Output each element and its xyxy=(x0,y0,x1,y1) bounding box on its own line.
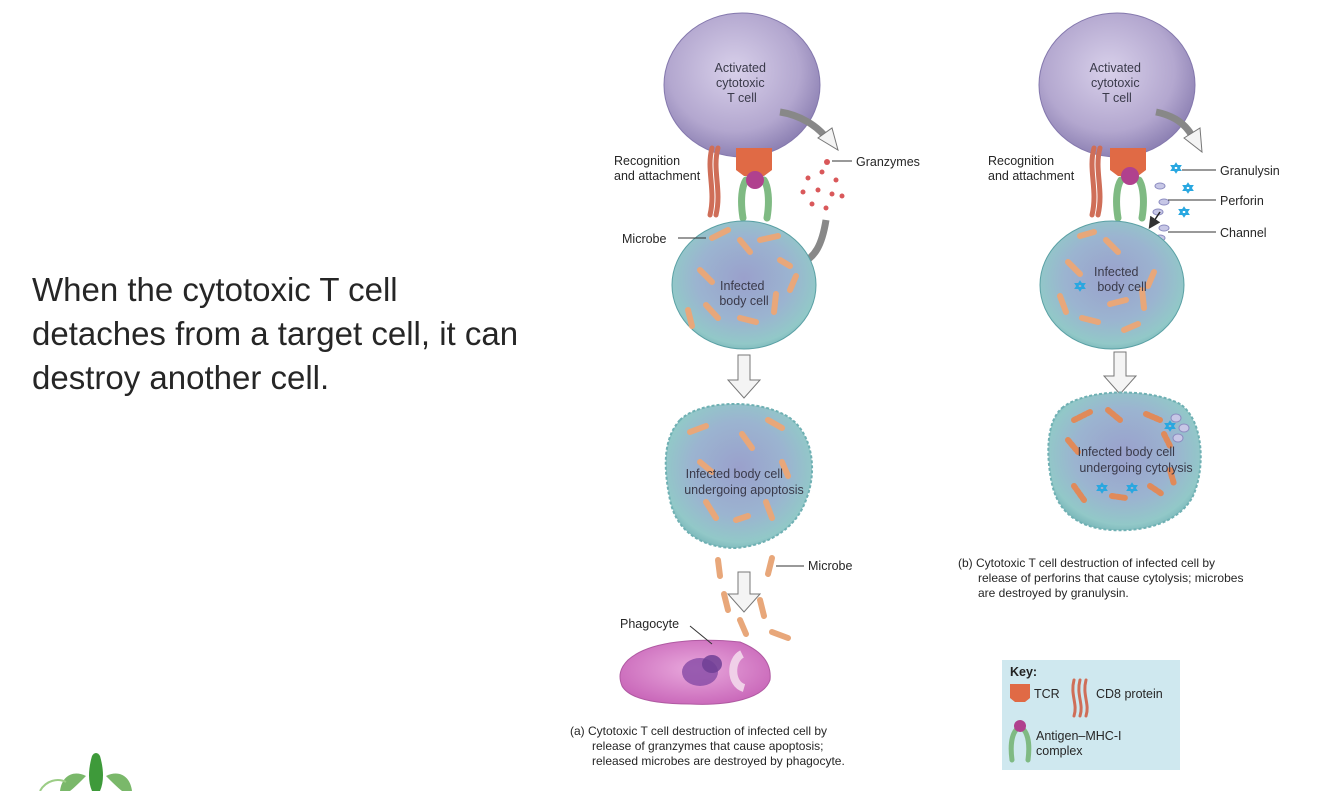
recognition-label-a: Recognition and attachment xyxy=(614,154,701,183)
key-cd8-icon xyxy=(1071,678,1089,718)
down-arrow-b xyxy=(1102,351,1138,395)
cd8-protein-b xyxy=(1089,145,1103,218)
t-cell-label-b: Activated cytotoxic T cell xyxy=(1090,61,1145,105)
microbes-cytolysis xyxy=(1065,407,1177,503)
cd8-protein-a xyxy=(707,145,721,218)
down-arrow-a1 xyxy=(726,354,762,399)
down-arrow-a2 xyxy=(726,571,762,613)
key-box: Key: TCR CD8 protein Antigen–MHC-I compl… xyxy=(1002,660,1180,770)
key-title: Key: xyxy=(1010,665,1037,679)
infected-cell-label-a: Infected body cell xyxy=(719,279,768,308)
tcr-a xyxy=(736,148,772,176)
panel-a: Activated cytotoxic T cell Recognition a… xyxy=(570,12,920,768)
slide-main-text: When the cytotoxic T cell detaches from … xyxy=(32,271,519,396)
infected-cell-a xyxy=(671,220,817,350)
recognition-label-b: Recognition and attachment xyxy=(988,154,1075,183)
channel-label: Channel xyxy=(1220,226,1267,240)
caption-b: (b) Cytotoxic T cell destruction of infe… xyxy=(958,556,1247,600)
mhc-complex-b xyxy=(1113,176,1147,222)
key-cd8-label: CD8 protein xyxy=(1096,687,1163,701)
antigen-b xyxy=(1121,167,1139,185)
microbe-label-a2: Microbe xyxy=(808,559,853,573)
apoptosis-label: Infected body cell undergoing apoptosis xyxy=(684,467,804,497)
microbes-in-cell-a xyxy=(685,227,799,329)
granzymes-label: Granzymes xyxy=(856,155,920,169)
panel-b: Activated cytotoxic T cell Recognition a… xyxy=(958,12,1280,600)
key-mhc-icon xyxy=(1008,727,1032,763)
tcr-b xyxy=(1110,148,1146,176)
granulysin-label: Granulysin xyxy=(1220,164,1280,178)
microbes-in-cell-b xyxy=(1057,229,1157,333)
apoptosis-cell xyxy=(664,403,813,550)
infected-cell-b xyxy=(1039,220,1185,350)
infected-cell-label-b: Infected body cell xyxy=(1094,265,1147,294)
caption-a: (a) Cytotoxic T cell destruction of infe… xyxy=(570,724,845,768)
key-antigen-label: Antigen–MHC-I complex xyxy=(1036,729,1125,758)
perforin-label: Perforin xyxy=(1220,194,1264,208)
cytolysis-cell xyxy=(1047,391,1202,532)
key-antigen-icon xyxy=(1014,720,1026,732)
mhc-complex-a xyxy=(738,176,772,222)
phagocyte-label: Phagocyte xyxy=(620,617,679,631)
cytolysis-label: Infected body cell undergoing cytolysis xyxy=(1078,445,1193,475)
key-tcr-icon xyxy=(1010,684,1030,702)
microbe-label-a: Microbe xyxy=(622,232,667,246)
released-microbes xyxy=(715,555,791,641)
leaf-logo-icon xyxy=(39,753,132,791)
key-tcr-label: TCR xyxy=(1034,687,1060,701)
microbes-apoptosis xyxy=(687,417,791,523)
granzymes-a xyxy=(800,159,845,211)
perforin-b xyxy=(1152,182,1170,242)
antigen-a xyxy=(746,171,764,189)
t-cell-label-a: Activated cytotoxic T cell xyxy=(715,61,770,105)
